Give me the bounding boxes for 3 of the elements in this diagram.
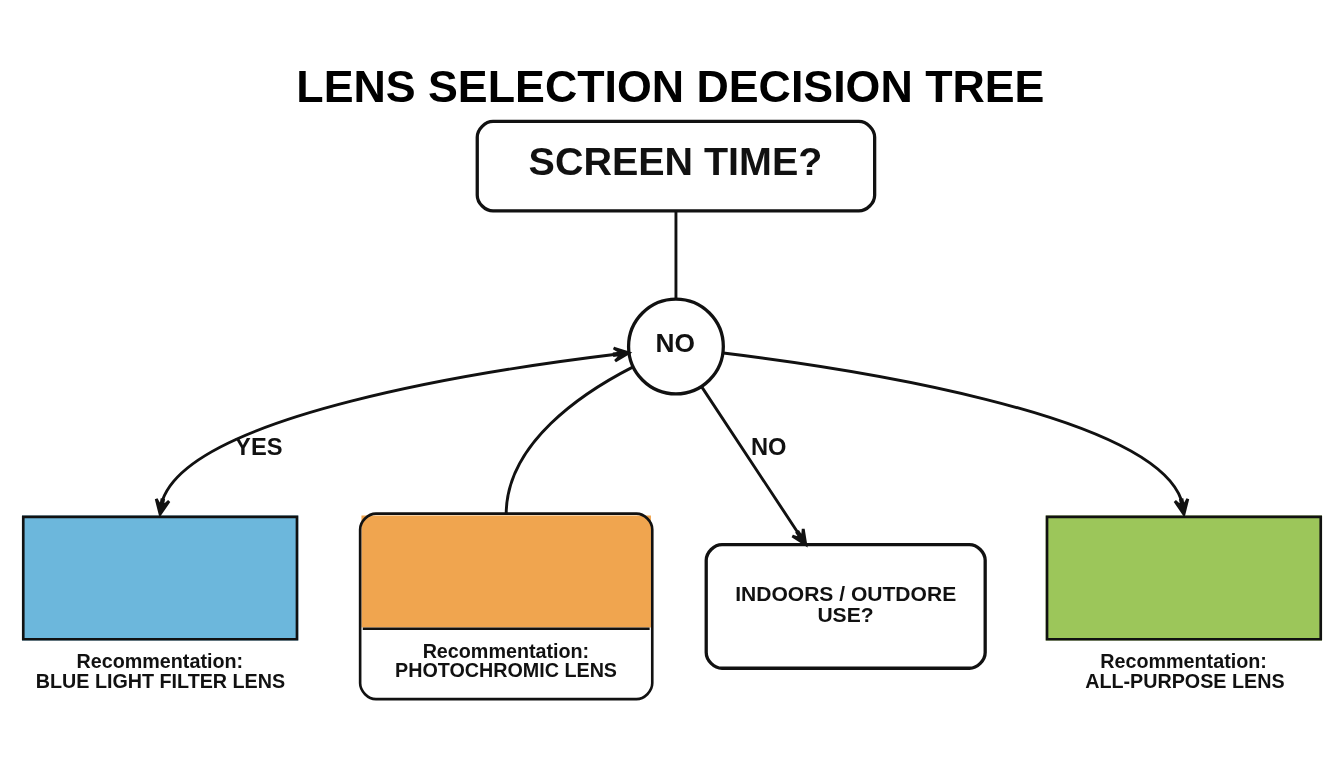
diagram-title: LENS SELECTION DECISION TREE xyxy=(296,61,1045,111)
edge-label: YES xyxy=(235,433,283,460)
edge-label: NO xyxy=(750,433,787,460)
